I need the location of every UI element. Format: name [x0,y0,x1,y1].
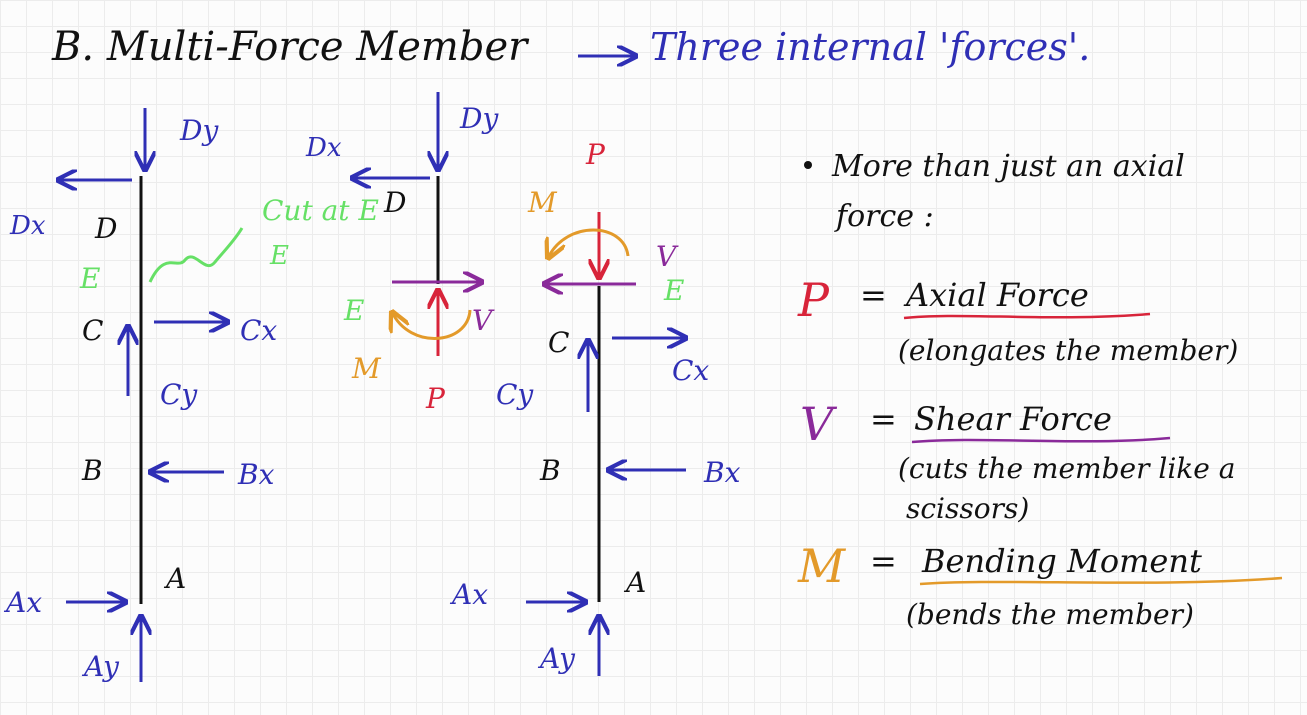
force-label-dy-upper: Dy [459,102,499,135]
force-label-bx: Bx [237,458,275,491]
def-underline-m [919,576,1283,586]
point-label-a-lower: A [623,566,646,599]
cut-label: Cut at E [262,194,379,227]
moment-label-m-lower: M [527,186,558,219]
def-underline-v [911,436,1171,444]
point-label-c: C [82,314,103,347]
def-name-m: Bending Moment [921,542,1202,580]
force-label-ay-lower: Ay [537,642,576,675]
def-desc-p-1: (elongates the member) [898,334,1238,367]
force-label-cy-lower: Cy [496,378,534,411]
axial-label-p-lower: P [585,138,606,171]
force-label-bx-lower: Bx [703,456,741,489]
def-eq-m: = [870,542,897,580]
shear-label-v-upper: V [472,304,495,337]
point-label-d-upper: D [383,186,406,219]
def-name-v: Shear Force [914,400,1112,438]
intro-line-2: force : [834,199,934,234]
force-label-dy: Dy [179,114,219,147]
def-name-p: Axial Force [903,276,1089,314]
force-label-ax-lower: Ax [449,578,488,611]
section-label-e-upper: E [343,294,364,327]
force-label-cx-lower: Cx [672,354,709,387]
intro-line-1: More than just an axial [831,149,1185,184]
force-label-cy: Cy [160,378,198,411]
def-eq-v: = [870,400,897,438]
lower-free-body: P M V E C Cx Cy B Bx A Ax Ay [449,138,741,676]
def-desc-m-1: (bends the member) [906,598,1194,631]
def-symbol-v: V [800,397,838,451]
shear-label-v-lower: V [656,240,679,273]
axial-label-p-upper: P [425,382,446,415]
point-label-a: A [163,562,186,595]
force-label-dx: Dx [9,211,46,241]
cut-point-label: E [269,241,289,271]
moment-arc-m-lower [548,228,630,258]
point-label-d: D [94,212,117,245]
def-symbol-m: M [797,539,847,593]
def-desc-v-1: (cuts the member like a [898,452,1235,485]
moment-arc-m-upper [392,310,472,340]
point-label-e: E [79,262,100,295]
force-label-ay: Ay [81,650,120,683]
def-eq-p: = [860,276,887,314]
force-label-dx-upper: Dx [305,133,342,163]
notes-panel: More than just an axial force : P = Axia… [797,149,1283,631]
cut-mark [148,227,244,283]
left-member: Dy Dx D Cut at E E E C Cx Cy B Bx A Ax A… [3,108,379,683]
force-label-cx: Cx [240,314,277,347]
page-title: B. Multi-Force Member [51,24,530,70]
point-label-b: B [81,454,103,487]
point-label-c-lower: C [548,326,569,359]
def-desc-v-2: scissors) [906,492,1029,525]
point-label-b-lower: B [539,454,561,487]
page-subtitle: Three internal 'forces'. [650,25,1090,69]
def-underline-p [903,312,1151,320]
upper-free-body: Dy Dx D E M V P [305,92,499,415]
def-symbol-p: P [797,273,830,327]
bullet-dot [804,161,812,169]
moment-label-m-upper: M [351,352,382,385]
section-label-e-lower: E [663,274,684,307]
force-label-ax: Ax [3,586,42,619]
